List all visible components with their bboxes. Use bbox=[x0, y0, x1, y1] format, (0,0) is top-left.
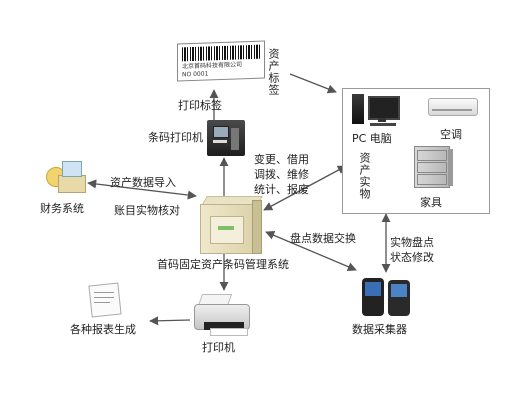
asset-label-caption: 资产标签 bbox=[267, 48, 280, 96]
inventory-status-line2: 状态修改 bbox=[390, 251, 434, 264]
account-check-caption: 账目实物核对 bbox=[114, 204, 180, 217]
air-conditioner-image bbox=[428, 96, 478, 116]
pc-caption: PC 电脑 bbox=[352, 132, 392, 145]
main-system-image bbox=[198, 196, 264, 254]
barcode-printer-image bbox=[205, 118, 249, 158]
arrow-label-to-assets bbox=[289, 73, 337, 94]
barcode-bars bbox=[182, 44, 260, 62]
arrow-system-assets bbox=[263, 165, 347, 211]
finance-system-image bbox=[44, 155, 86, 195]
finance-system-caption: 财务系统 bbox=[40, 202, 84, 215]
air-conditioner-caption: 空调 bbox=[440, 128, 462, 141]
barcode-company-text: 北京首码科技有限公司 bbox=[182, 61, 243, 71]
main-system-caption: 首码固定资产条码管理系统 bbox=[157, 258, 289, 271]
print-label-caption: 打印标签 bbox=[178, 99, 222, 112]
pc-image bbox=[352, 92, 402, 128]
report-paper-image bbox=[86, 282, 126, 318]
barcode-printer-caption: 条码打印机 bbox=[148, 131, 203, 144]
data-collector-caption: 数据采集器 bbox=[352, 323, 407, 336]
change-ops-line2: 调拨、维修 bbox=[254, 168, 309, 181]
barcode-number-text: NO 0001 bbox=[182, 70, 209, 79]
furniture-image bbox=[414, 146, 454, 188]
inventory-exchange-caption: 盘点数据交换 bbox=[290, 232, 356, 245]
barcode-label: 北京首码科技有限公司 NO 0001 bbox=[177, 40, 265, 82]
furniture-caption: 家具 bbox=[420, 196, 442, 209]
change-ops-line1: 变更、借用 bbox=[254, 153, 309, 166]
asset-import-caption: 资产数据导入 bbox=[110, 176, 176, 189]
report-generate-caption: 各种报表生成 bbox=[70, 323, 136, 336]
printer-image bbox=[192, 294, 256, 336]
asset-physical-caption: 资产实物 bbox=[358, 152, 371, 200]
inventory-status-line1: 实物盘点 bbox=[390, 236, 434, 249]
data-collector-image bbox=[360, 276, 414, 318]
change-ops-line3: 统计、报废 bbox=[254, 183, 309, 196]
arrow-finance-system bbox=[87, 179, 197, 200]
arrow-printer-to-reports bbox=[149, 316, 191, 326]
printer-caption: 打印机 bbox=[202, 341, 235, 354]
arrow-system-collector bbox=[265, 230, 357, 272]
